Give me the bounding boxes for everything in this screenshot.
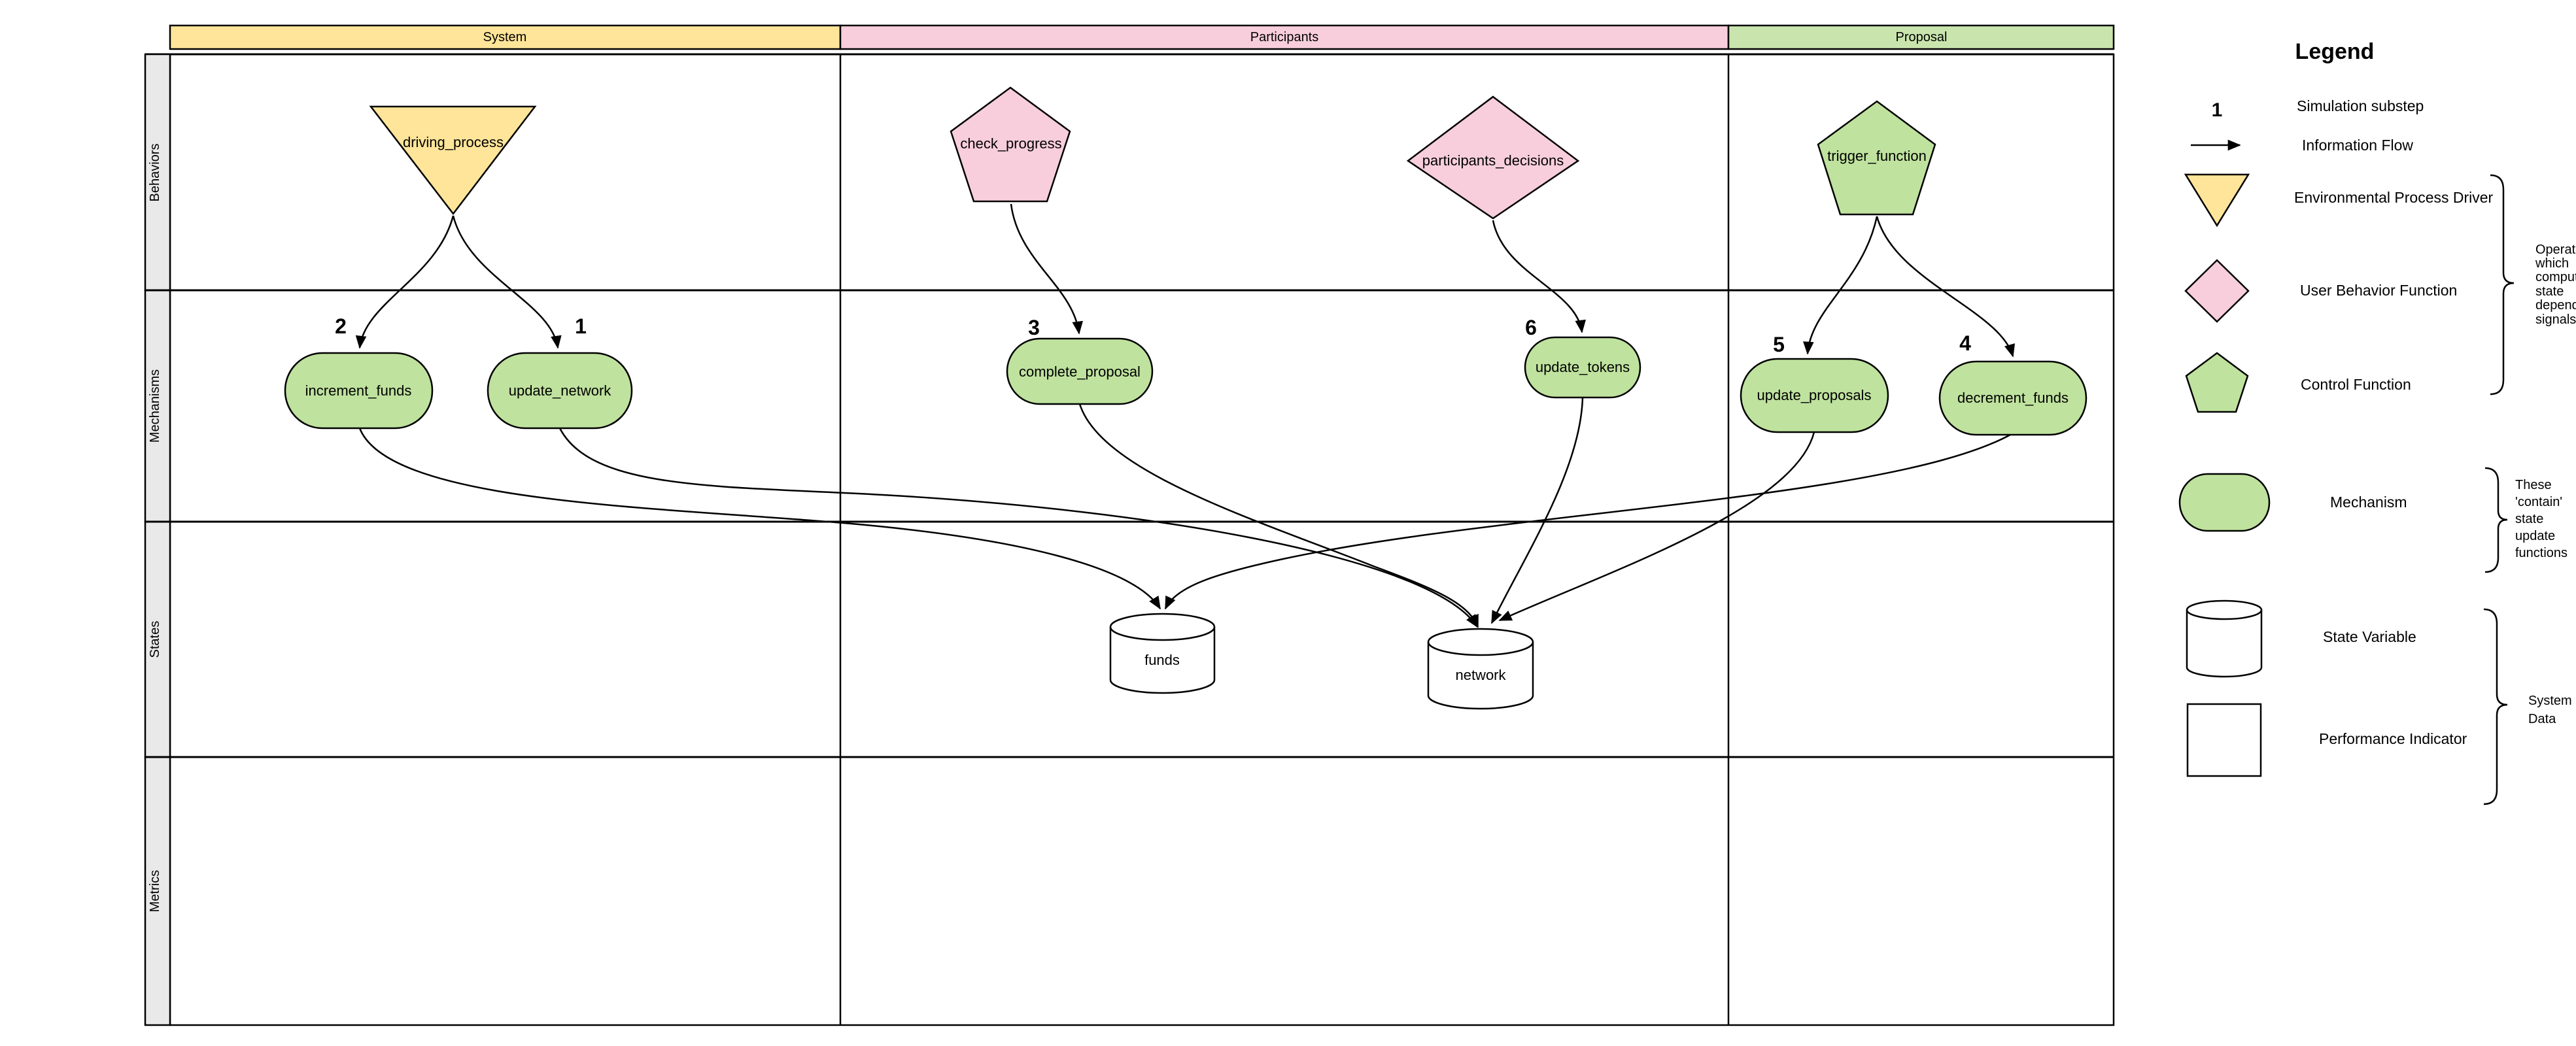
swimlane-grid: System Participants Proposal Behaviors M… [144,24,2115,1026]
update-proposals-label: update_proposals [1757,387,1872,403]
update-tokens-label: update_tokens [1536,359,1630,375]
mechanism-complete-proposal [1006,337,1154,405]
legend: Legend 1 Simulation substep Information … [2178,39,2576,805]
edge-trigger_function-decrement_funds [1876,216,2016,358]
network-label: network [1455,667,1506,683]
legend-user-behavior-function-label: User Behavior Function [2300,282,2457,299]
edge-trigger_function-update_proposals [1803,216,1878,355]
edge-update_network-network [558,428,1479,628]
row-label-behaviors: Behaviors [148,144,162,202]
mechanism-update-proposals [1740,358,1889,433]
legend-simulation-substep-label: Simulation substep [2297,97,2424,114]
substep-number: 1 [575,314,587,338]
legend-control-function-label: Control Function [2301,376,2411,393]
column-header-participants-label: Participants [1250,30,1319,44]
participants-decisions-diamond-shape [1406,95,1580,220]
substep-number: 3 [1028,316,1040,339]
substep-number: 6 [1525,316,1537,339]
legend-substep-example: 1 [2212,99,2223,121]
states-row: funds network [1109,613,1534,710]
trigger-function-label: trigger_function [1827,148,1927,164]
mechanism-update-network [487,352,633,430]
legend-state-variable-label: State Variable [2323,628,2416,645]
column-header-system-label: System [483,30,527,44]
legend-performance-indicator-label: Performance Indicator [2319,730,2467,747]
edge-check_progress-complete_proposal [1010,203,1083,335]
legend-mechanism-label: Mechanism [2330,494,2407,511]
edge-complete_proposal-network [1078,403,1479,628]
substep-number: 5 [1773,333,1785,356]
legend-environmental-process-driver-label: Environmental Process Driver [2294,189,2494,206]
mechanisms-row: 2 increment_funds 1 update_network 3 com… [284,314,2087,436]
row-strip-states [144,520,171,758]
legend-performance-indicator-square-icon [2186,703,2262,777]
mechanism-caption-line: These [2515,478,2552,492]
operators-caption-line: dependent [2535,298,2576,312]
state-network-cylinder [1427,628,1534,710]
substep-number: 4 [1959,331,1971,355]
row-label-mechanisms: Mechanisms [148,369,162,443]
legend-state-variable-cylinder-icon [2186,599,2263,678]
funds-label: funds [1144,652,1180,668]
row-label-states: States [148,621,162,658]
edge-update_proposals-network [1498,431,1815,622]
legend-triangle-down-icon [2184,173,2250,228]
legend-mechanism-pill-icon [2178,473,2271,532]
increment-funds-label: increment_funds [305,382,412,399]
legend-title: Legend [2295,39,2375,64]
legend-mechanism-brace [2484,467,2508,573]
legend-pentagon-icon [2185,352,2249,413]
edge-decrement_funds-funds [1164,433,2011,610]
column-header-proposal [1727,24,2115,50]
legend-system-data-brace [2483,608,2508,805]
participants-decisions-label: participants_decisions [1422,152,1564,169]
state-funds-cylinder [1109,613,1216,694]
mechanism-update-tokens [1524,336,1641,399]
system-data-caption-line: Data [2528,712,2556,726]
row-label-metrics: Metrics [148,870,162,912]
check-progress-pentagon-shape [950,86,1071,203]
mechanism-increment-funds [284,352,434,430]
behaviors-row: driving_process check_progress participa… [369,86,1936,220]
row-strip-metrics [144,756,171,1026]
edge-driving_process-increment_funds [355,215,455,349]
update-network-label: update_network [509,382,612,399]
complete-proposal-label: complete_proposal [1019,363,1141,380]
driving-process-label: driving_process [403,134,504,150]
environmental-process-driver-shape [369,105,537,216]
operators-caption-line: signals [2535,312,2576,327]
edge-driving_process-update_network [452,215,562,349]
check-progress-label: check_progress [960,135,1061,152]
legend-operators-brace [2490,174,2515,396]
trigger-function-pentagon-shape [1817,100,1936,216]
mechanism-caption-line: update [2515,529,2555,543]
legend-state-variable-cylinder-rim [2186,609,2263,620]
mechanism-caption-line: 'contain' [2515,495,2562,509]
operators-caption-line: Operators [2535,243,2576,257]
edge-increment_funds-funds [358,428,1161,610]
operators-caption-line: which [2535,256,2569,271]
state-network-cylinder-rim [1427,641,1534,656]
state-funds-cylinder-rim [1109,626,1216,641]
column-header-participants [839,24,1730,50]
legend-information-flow-label: Information Flow [2302,137,2413,154]
information-flow-edges [355,203,2016,628]
substep-number: 2 [335,314,347,338]
mechanism-caption-line: state [2515,512,2543,526]
operators-caption-line: compute [2535,270,2576,284]
column-header-system [169,24,842,50]
mechanism-caption-line: functions [2515,546,2567,560]
column-header-proposal-label: Proposal [1896,30,1948,44]
edge-update_tokens-network [1490,397,1584,624]
legend-diamond-icon [2184,259,2250,323]
edge-participants_decisions-update_tokens [1492,220,1586,333]
mechanism-decrement-funds [1938,360,2087,436]
system-data-caption-line: System [2528,694,2572,708]
operators-caption-line: state [2535,284,2564,299]
decrement-funds-label: decrement_funds [1957,390,2069,406]
